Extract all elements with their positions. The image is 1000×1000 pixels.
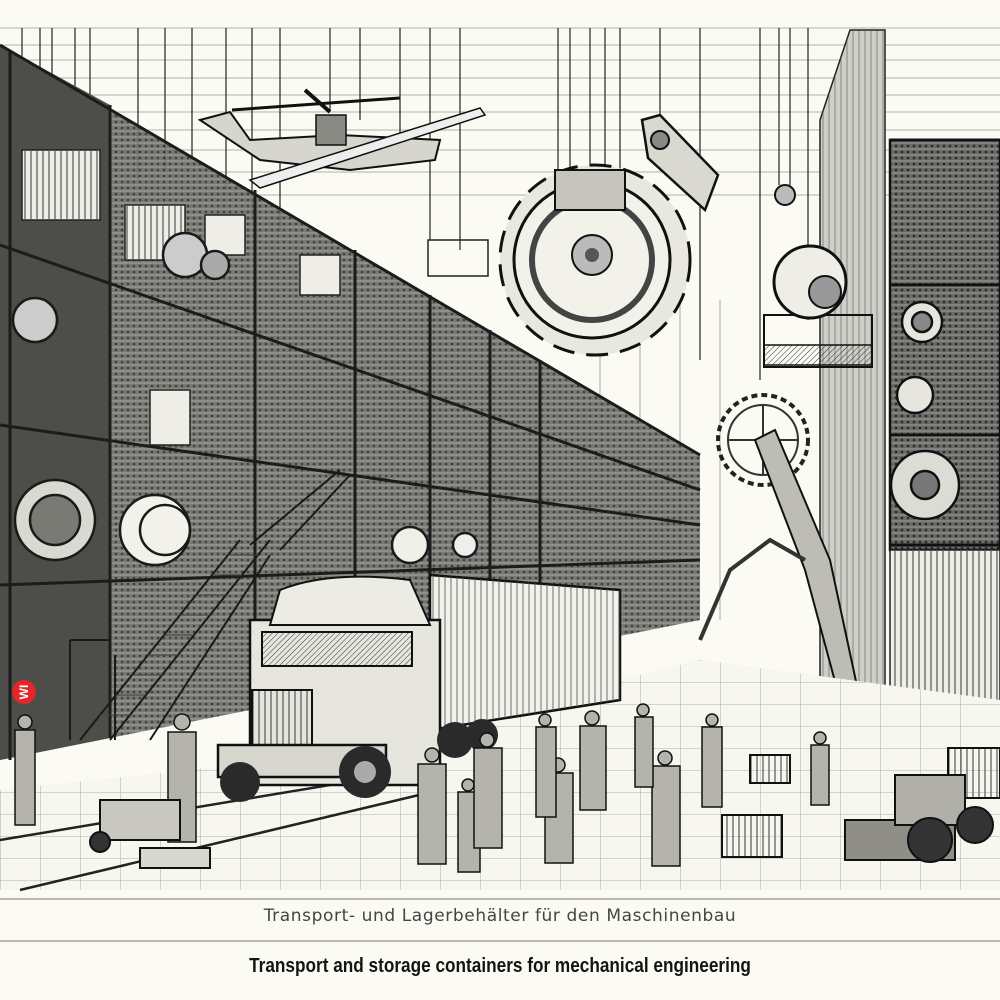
crates — [89, 747, 1000, 869]
hanging-link — [640, 113, 796, 213]
caption-german: Transport- und Lagerbehälter für den Mas… — [263, 906, 737, 926]
warehouse-illustration — [0, 27, 1000, 892]
caption-rule-top — [0, 898, 1000, 900]
helicopter — [197, 88, 489, 277]
badge-text: WI — [17, 684, 31, 700]
hanging-gear — [498, 163, 692, 357]
staircase — [69, 469, 351, 741]
stair-steps — [100, 554, 258, 716]
caption-english: Transport and storage containers for mec… — [249, 955, 751, 977]
caption-rule-middle — [0, 940, 1000, 942]
wi-badge: WI — [12, 680, 36, 704]
workers — [14, 703, 830, 873]
storage-rack-right — [763, 29, 1000, 731]
semi-truck — [216, 573, 622, 802]
